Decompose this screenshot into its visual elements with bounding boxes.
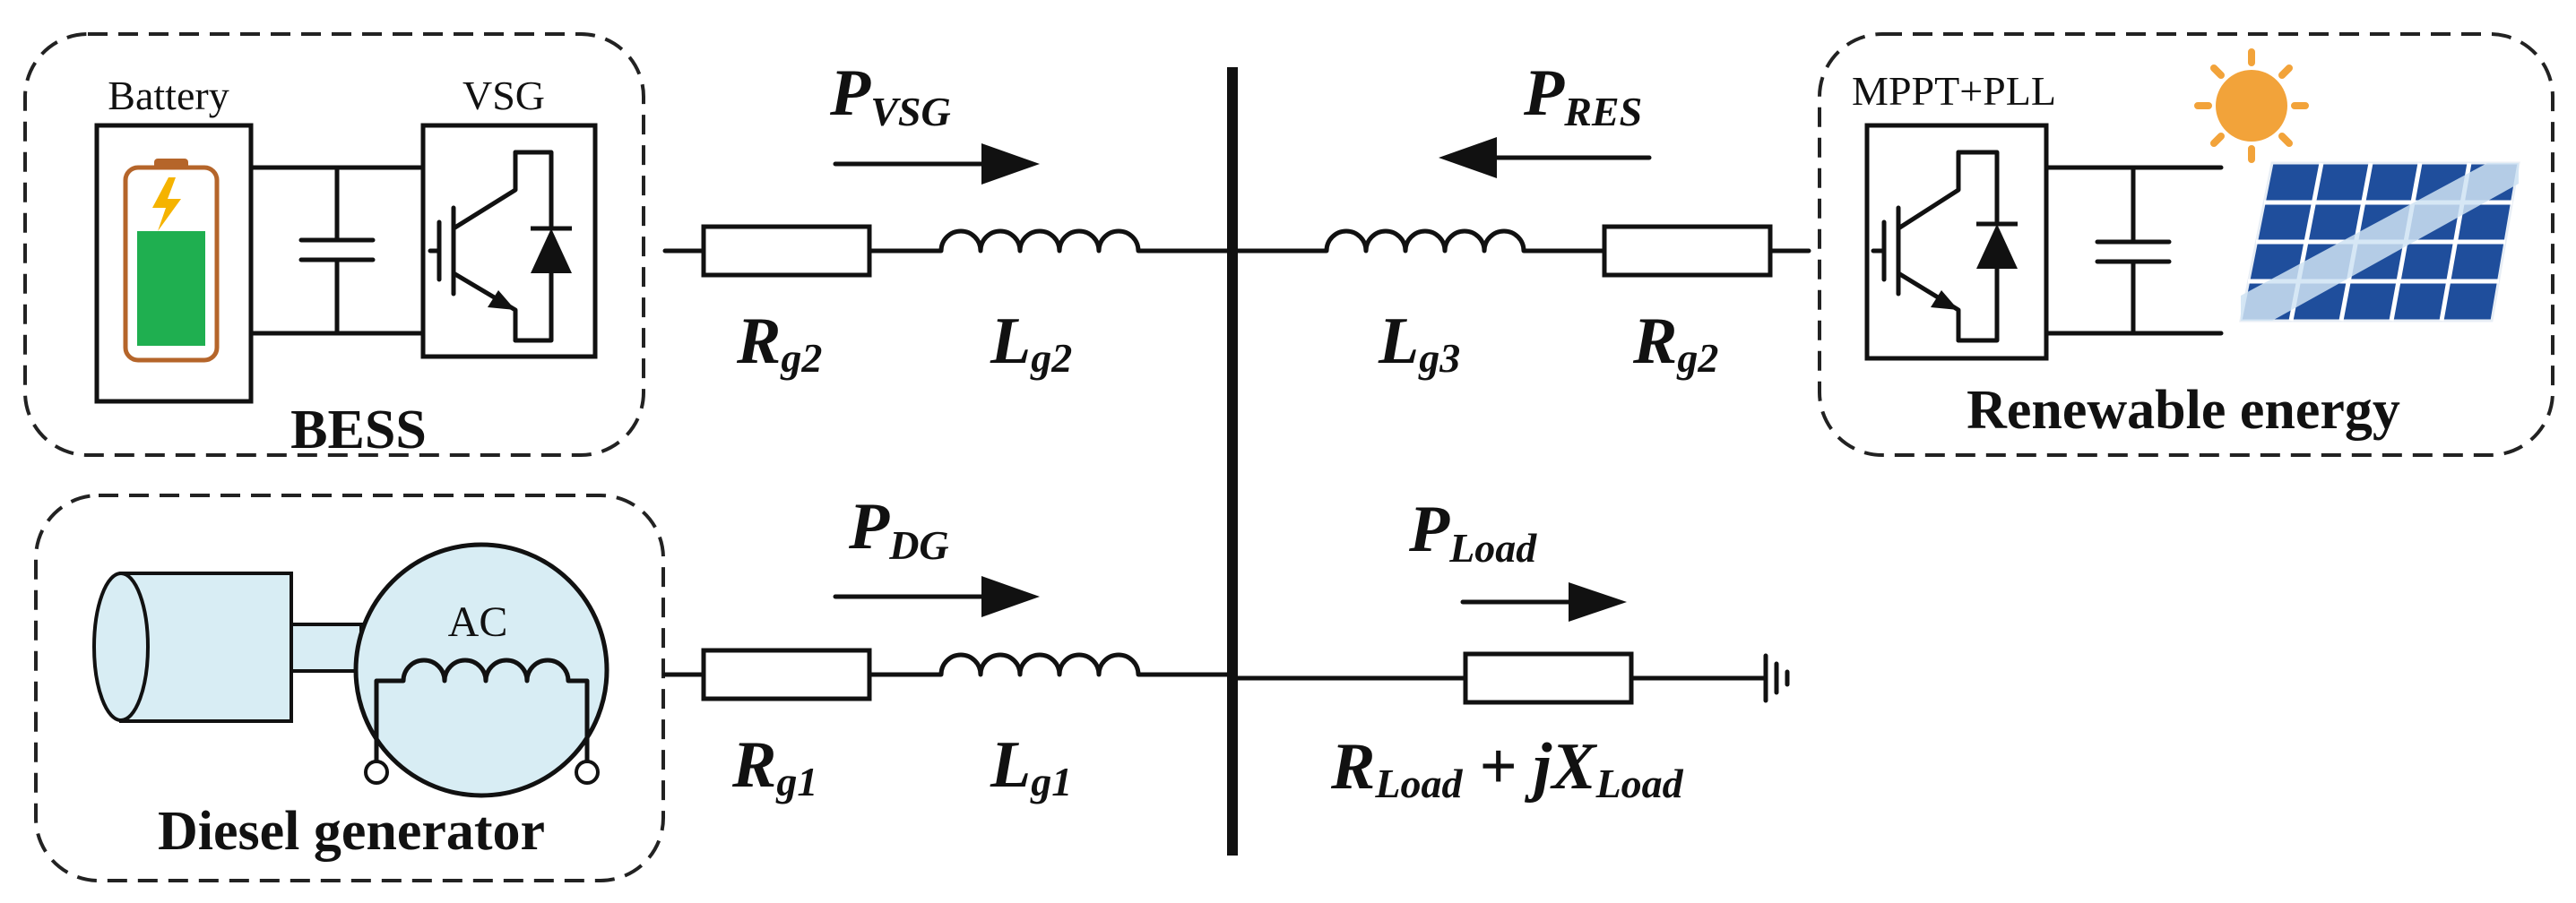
rg2-res-label: Rg2 [1632,305,1718,381]
renewable-title: Renewable energy [1967,380,2400,441]
lg2-vsg-label: Lg2 [990,305,1072,381]
bess-boundary [23,32,645,457]
generator-terminal-left [364,760,389,785]
inductor-lg1-dg [867,652,1235,677]
vsg-power-arrow-head [981,143,1040,185]
p-res-label: PRES [1523,56,1642,134]
diode-leads [513,150,554,343]
lightning-bolt-icon [152,177,181,231]
pv-igbt-emitter-arrow [1931,290,1958,310]
diesel-engine [92,572,363,723]
battery-unit [94,123,254,404]
battery-label: Battery [108,73,229,118]
igbt-emitter-arrow [488,290,515,310]
rg1-dg-label: Rg1 [731,728,817,804]
vsg-inverter [420,123,598,359]
igbt-switch [428,150,518,343]
load-impedance [1463,651,1634,705]
pv-freewheel-diode [1976,224,2018,269]
generator-winding [374,658,590,764]
mppt-pll-label: MPPT+PLL [1852,68,2056,114]
diesel-title: Diesel generator [158,801,545,862]
ground-icon [1763,653,1790,703]
p-load-label: PLoad [1408,493,1537,571]
sun-icon [2194,48,2309,163]
dg-power-arrow-head [981,576,1040,617]
diesel-boundary [34,494,665,882]
p-dg-label: PDG [848,490,949,568]
engine-cylinder-face [92,572,150,722]
renewable-boundary [1818,32,2554,457]
p-vsg-label: PVSG [829,56,951,134]
engine-shaft [290,623,363,673]
freewheel-diode [531,228,572,273]
vsg-label: VSG [462,73,545,118]
resistor-rg2-vsg [701,224,872,278]
load-impedance-label: RLoad + jXLoad [1330,730,1684,806]
sun-disc [2216,70,2287,142]
vsg-inverter-box [420,123,598,359]
lg3-res-label: Lg3 [1378,305,1460,381]
resistor-rg2-res [1602,224,1773,278]
ac-label: AC [448,598,508,646]
bess-dc-capacitor [298,165,376,336]
inductor-lg3-res [1230,228,1607,254]
bess-title: BESS [290,400,427,460]
sun-rays [2194,48,2309,163]
generator-terminal-right [575,760,600,785]
battery-charge-level [137,231,205,346]
pv-inverter [1864,123,2049,361]
pv-dc-capacitor [2095,165,2172,336]
solar-panel-glare [2241,163,2519,321]
res-power-arrow-head [1439,137,1497,178]
pv-igbt-switch [1871,150,1961,343]
lg1-dg-label: Lg1 [990,728,1072,804]
rg2-vsg-label: Rg2 [736,305,822,381]
pv-diode-leads [1956,150,2000,343]
solar-panel-icon [2239,161,2520,322]
load-power-arrow-head [1569,582,1627,622]
battery-terminal [154,159,188,169]
resistor-rg1-dg [701,648,872,701]
inductor-lg2-vsg [867,228,1235,254]
